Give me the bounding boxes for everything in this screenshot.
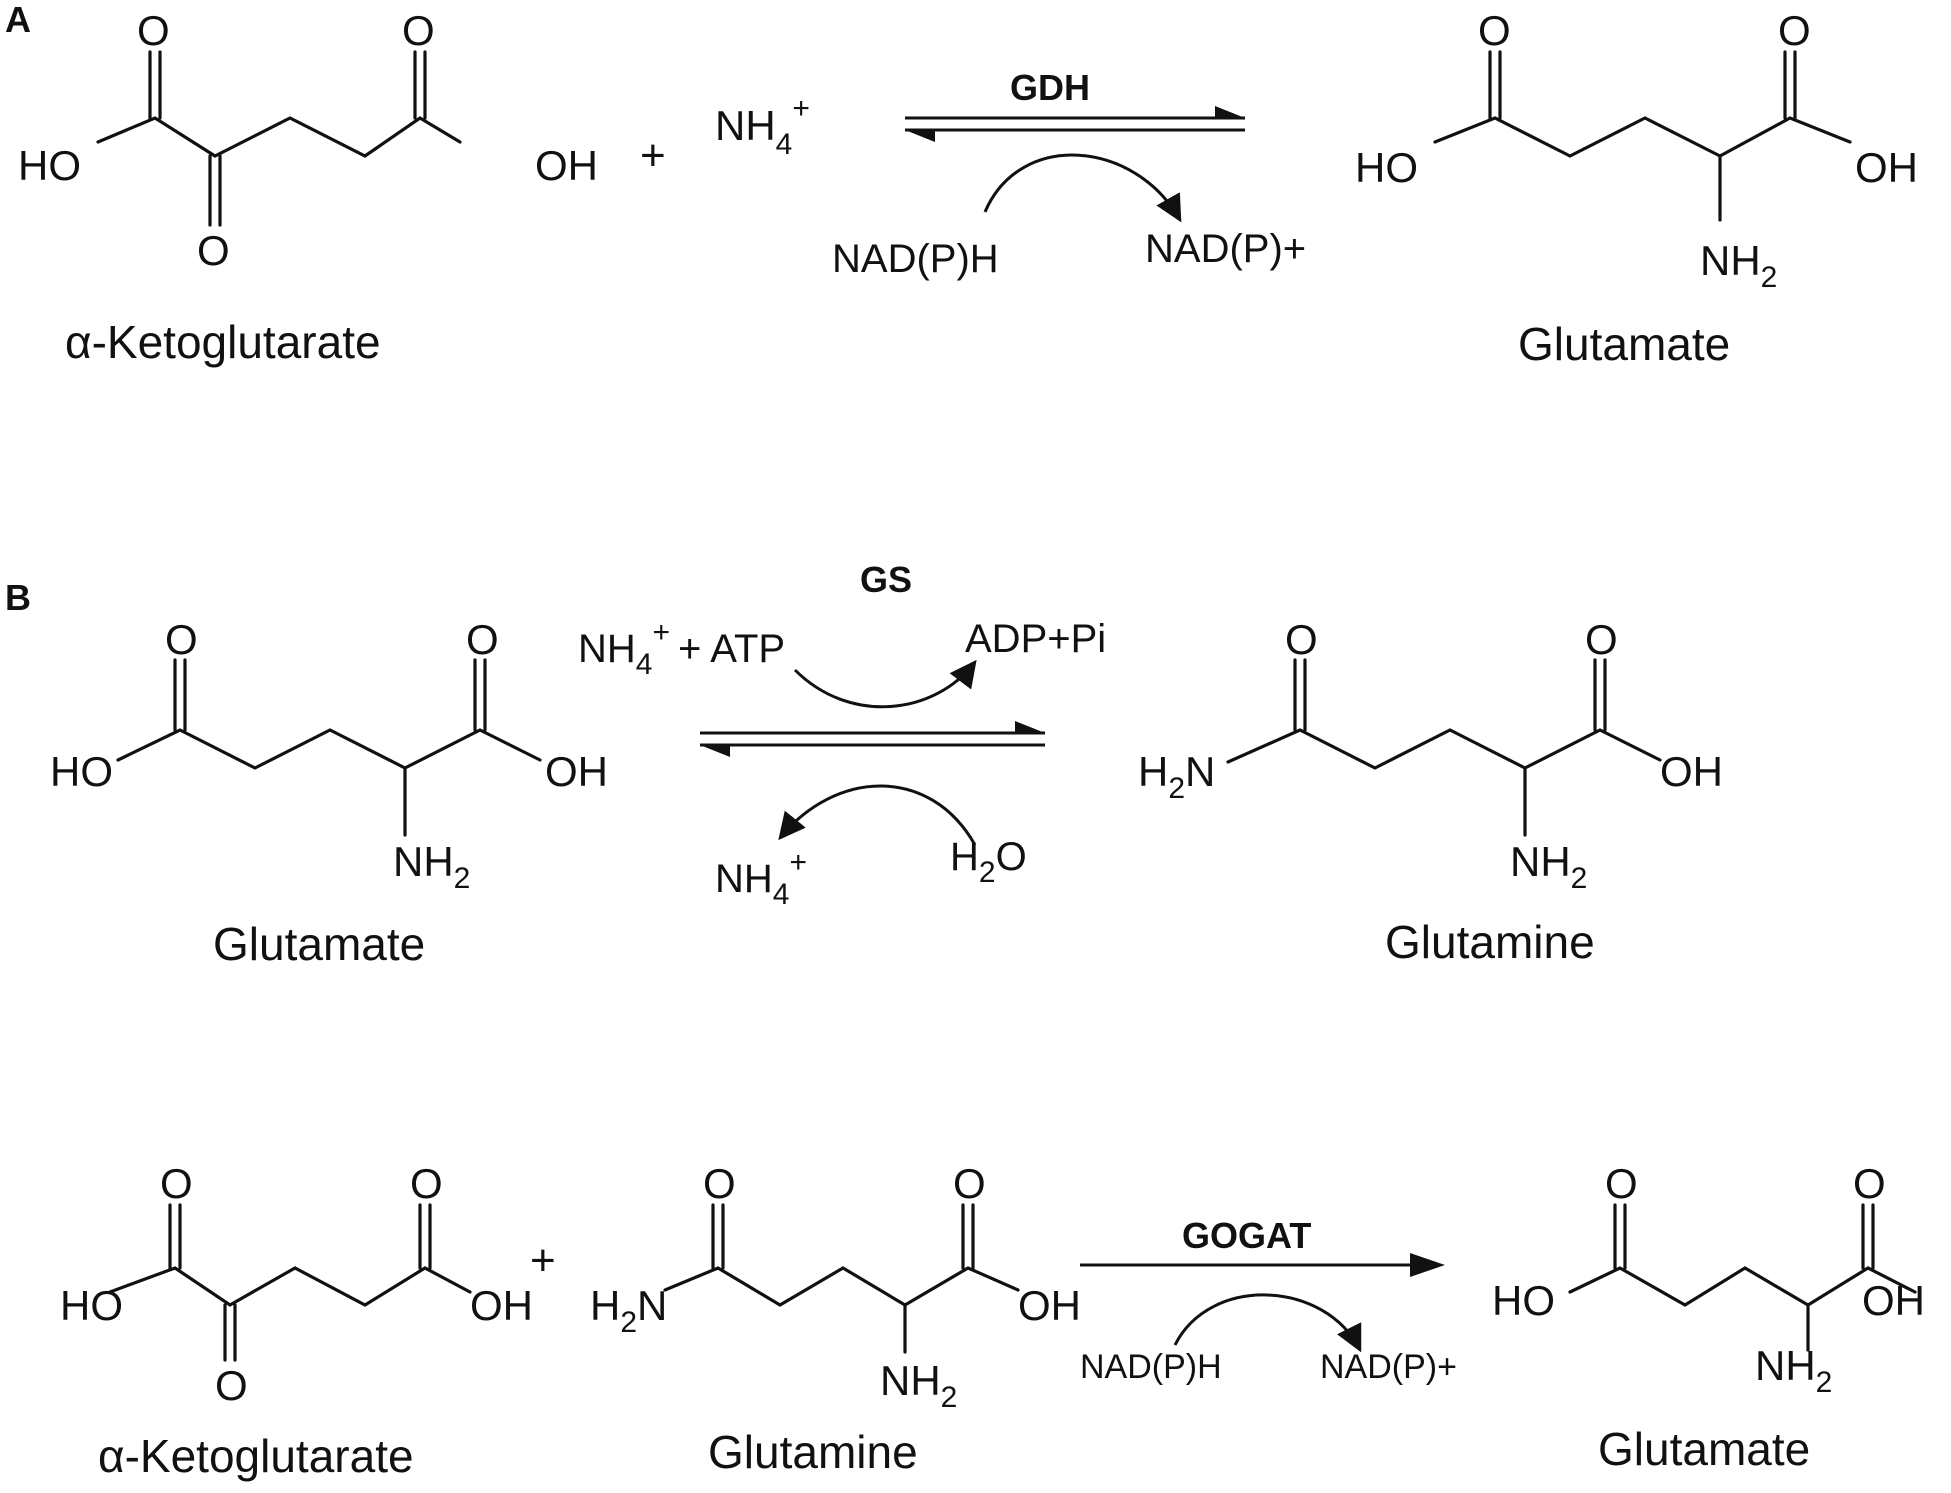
gln-b-name: Glutamine — [1385, 916, 1595, 968]
akg-structure-c — [108, 1203, 472, 1362]
gln-c-oh: OH — [1018, 1282, 1081, 1329]
glu-b-o2: O — [466, 616, 499, 663]
nh4-atp-b: NH4++ ATP — [578, 616, 785, 681]
gln-b-o2: O — [1585, 616, 1618, 663]
glu-a-ho: HO — [1355, 144, 1418, 191]
glu-a-name: Glutamate — [1518, 318, 1730, 370]
glu-a-o1: O — [1478, 7, 1511, 54]
glutamate-structure-c — [1568, 1203, 1917, 1352]
glu-c-o1: O — [1605, 1160, 1638, 1207]
glu-b-o1: O — [165, 616, 198, 663]
akg-a-oh: OH — [535, 142, 598, 189]
h2o-b: H2O — [950, 835, 1027, 889]
equilibrium-arrow-a — [905, 106, 1245, 142]
akg-c-o3: O — [215, 1362, 248, 1409]
glu-a-oh: OH — [1855, 144, 1918, 191]
akg-a-o3: O — [197, 227, 230, 274]
akg-c-o2: O — [410, 1160, 443, 1207]
nh4-b-out: NH4+ — [715, 846, 807, 911]
akg-a-ho: HO — [18, 142, 81, 189]
glu-a-o2: O — [1778, 7, 1811, 54]
gln-b-oh: OH — [1660, 748, 1723, 795]
glutamine-structure-c — [663, 1203, 1020, 1354]
akg-structure-a — [96, 50, 462, 227]
glu-c-name: Glutamate — [1598, 1423, 1810, 1475]
gln-c-h2n: H2N — [590, 1282, 667, 1339]
enzyme-gdh: GDH — [1010, 67, 1090, 108]
gln-c-name: Glutamine — [708, 1426, 918, 1478]
plus-c1: + — [530, 1236, 556, 1285]
panel-label-a: A — [5, 0, 31, 40]
nadp-c: NAD(P)+ — [1320, 1348, 1457, 1386]
gogat-arrow — [1080, 1253, 1445, 1277]
panel-label-b: B — [5, 577, 31, 618]
adp-pi-b: ADP+Pi — [965, 617, 1106, 661]
glu-c-ho: HO — [1492, 1277, 1555, 1324]
plus-a1: + — [640, 131, 666, 180]
nadph-a: NAD(P)H — [832, 237, 999, 281]
akg-c-name: α-Ketoglutarate — [98, 1430, 414, 1482]
enzyme-gogat: GOGAT — [1182, 1215, 1311, 1256]
glu-c-o2: O — [1853, 1160, 1886, 1207]
akg-a-name: α-Ketoglutarate — [65, 316, 381, 368]
glu-b-name: Glutamate — [213, 918, 425, 970]
gln-b-nh2: NH2 — [1510, 838, 1587, 895]
nadp-a: NAD(P)+ — [1145, 227, 1306, 271]
equilibrium-arrow-b — [700, 721, 1045, 757]
enzyme-gs: GS — [860, 559, 912, 600]
glu-b-oh: OH — [545, 748, 608, 795]
glu-b-nh2: NH2 — [393, 838, 470, 895]
akg-a-o1: O — [137, 7, 170, 54]
akg-c-o1: O — [160, 1160, 193, 1207]
akg-c-ho: HO — [60, 1282, 123, 1329]
cofactor-arrow-a — [983, 153, 1182, 223]
glu-a-nh2: NH2 — [1700, 237, 1777, 294]
glutamine-structure-b — [1226, 658, 1662, 837]
glu-c-nh2: NH2 — [1755, 1342, 1832, 1399]
akg-a-o2: O — [402, 7, 435, 54]
glu-c-oh: OH — [1862, 1277, 1925, 1324]
gln-c-nh2: NH2 — [880, 1357, 957, 1414]
cofactor-arrow-b-top — [793, 659, 977, 709]
glutamate-structure-b — [116, 658, 542, 837]
gln-b-h2n: H2N — [1138, 748, 1215, 805]
cofactor-arrow-c — [1173, 1293, 1362, 1353]
cofactor-arrow-b-bottom — [778, 784, 977, 846]
akg-c-oh: OH — [470, 1282, 533, 1329]
glu-b-ho: HO — [50, 748, 113, 795]
nadph-c: NAD(P)H — [1080, 1348, 1222, 1386]
gln-b-o1: O — [1285, 616, 1318, 663]
gln-c-o2: O — [953, 1160, 986, 1207]
glutamate-structure-a — [1433, 50, 1852, 222]
gln-c-o1: O — [703, 1160, 736, 1207]
nh4-a: NH4+ — [715, 92, 810, 161]
